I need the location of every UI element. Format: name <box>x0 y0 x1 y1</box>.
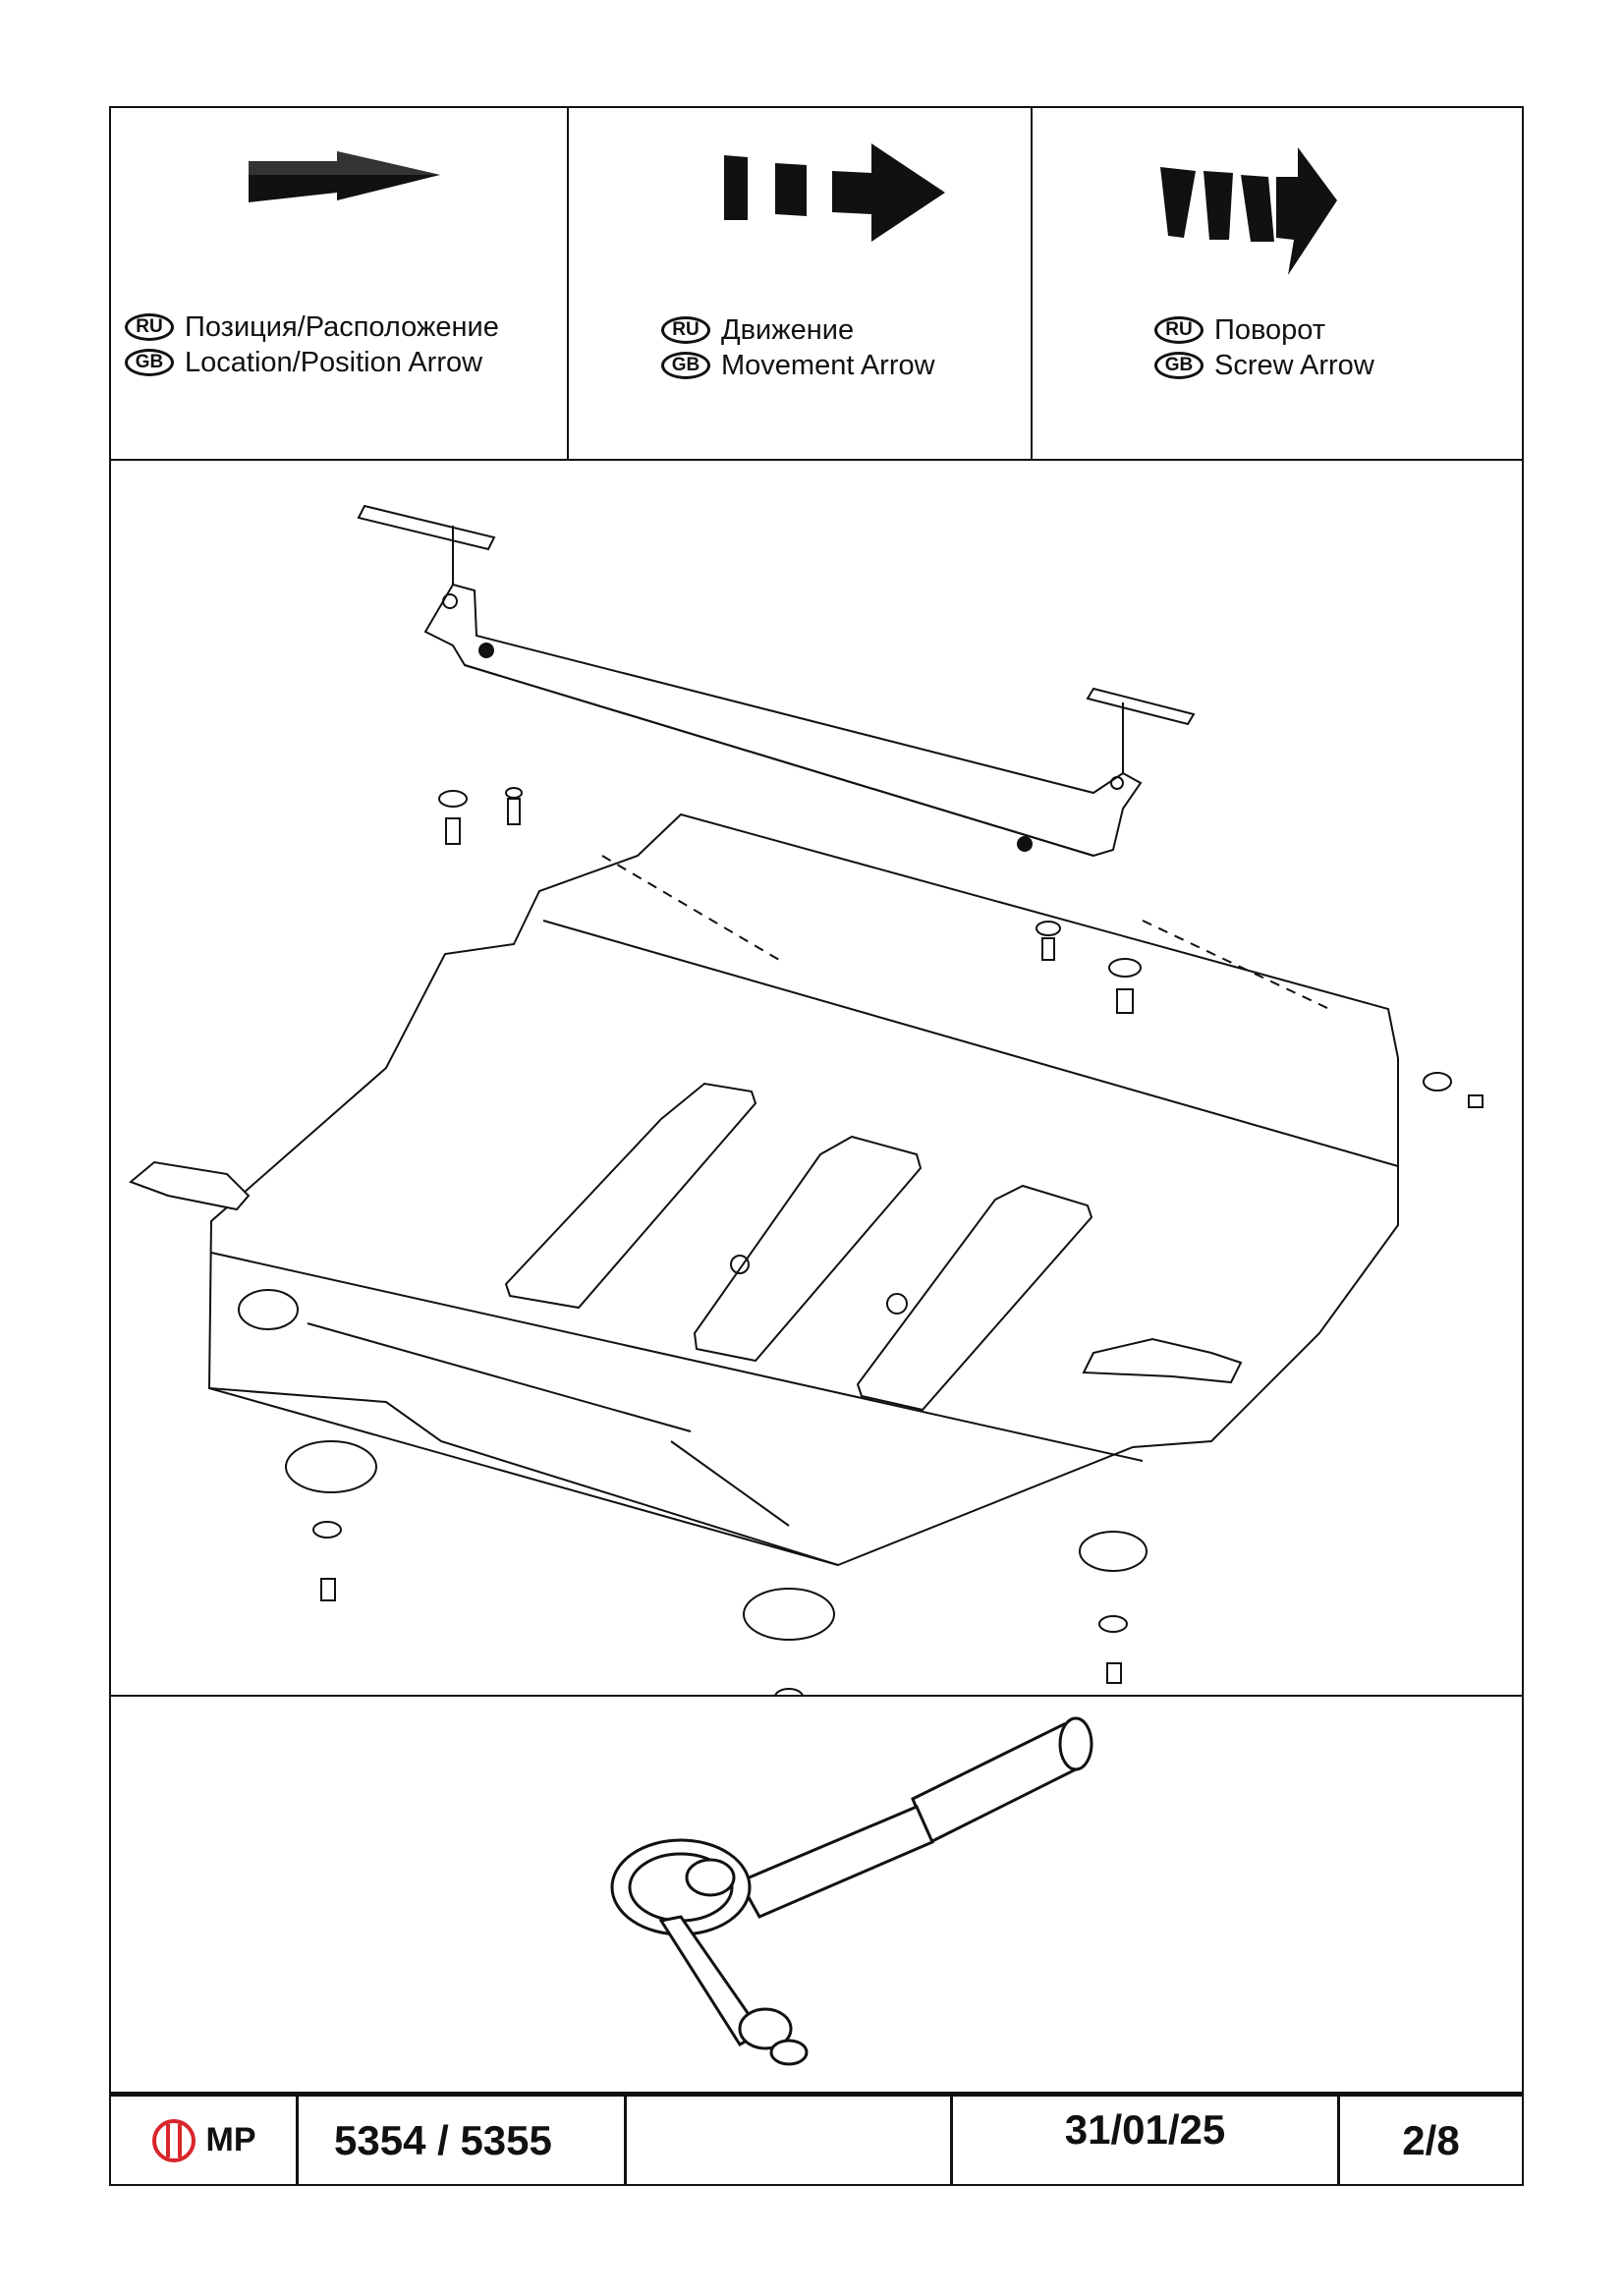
part-number-cell: 5354 / 5355 <box>296 2097 624 2184</box>
legend-screw: RU Поворот GB Screw Arrow <box>1031 108 1522 459</box>
gb-badge: GB <box>1154 352 1204 379</box>
gb-label: Screw Arrow <box>1214 350 1374 381</box>
page-cell: 2/8 <box>1337 2097 1522 2184</box>
gb-badge: GB <box>125 349 174 376</box>
ru-label: Движение <box>721 314 855 346</box>
skid-plate-exploded-view-icon <box>129 504 1484 1706</box>
mp-logo-icon <box>151 2118 196 2162</box>
ratchet-wrench-icon <box>610 1716 1093 2066</box>
gb-badge: GB <box>661 352 710 379</box>
legend-location: RU Позиция/Расположение GB Location/Positi… <box>111 108 567 459</box>
tool-section <box>111 1697 1522 2096</box>
ru-label: Позиция/Расположение <box>185 311 499 343</box>
date: 31/01/25 <box>1064 2106 1226 2153</box>
title-block: MP 5354 / 5355 31/01/25 2/8 <box>111 2092 1522 2184</box>
blank-cell <box>624 2097 950 2184</box>
gb-label: Location/Position Arrow <box>185 347 483 378</box>
movement-arrow-icon <box>724 143 945 242</box>
brand-name: MP <box>205 2121 256 2158</box>
skid-plate-diagram <box>111 459 1522 1706</box>
ru-badge: RU <box>1154 316 1204 344</box>
page-frame: RU Позиция/Расположение GB Location/Positi… <box>109 106 1524 2186</box>
ru-label: Поворот <box>1214 314 1326 346</box>
screw-arrow-icon <box>1160 147 1337 275</box>
ru-badge: RU <box>125 313 174 341</box>
date-cell: 31/01/25 <box>950 2097 1337 2184</box>
arrow-legend: RU Позиция/Расположение GB Location/Positi… <box>111 108 1522 461</box>
legend-movement: RU Движение GB Movement Arrow <box>567 108 1031 459</box>
location-arrow-icon <box>249 151 440 202</box>
gb-label: Movement Arrow <box>721 350 935 381</box>
part-numbers: 5354 / 5355 <box>334 2116 552 2163</box>
page-number: 2/8 <box>1402 2116 1460 2163</box>
ru-badge: RU <box>661 316 710 344</box>
brand-cell: MP <box>111 2097 296 2184</box>
